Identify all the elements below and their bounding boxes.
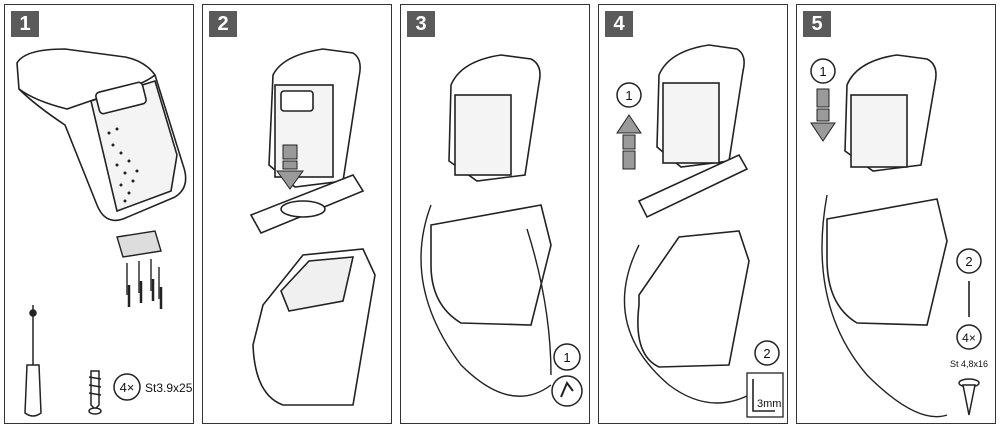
screw-detail-icon — [958, 378, 980, 416]
armrest-upright — [656, 44, 745, 168]
base-plate — [637, 153, 749, 219]
gap-label: 3mm — [757, 398, 781, 410]
quantity-label: 4× — [962, 331, 976, 345]
clip-hook-icon — [560, 381, 574, 398]
console-tray — [252, 248, 376, 406]
step-3-panel: 3 1 — [400, 4, 590, 424]
step-4-panel: 4 1 2 3mm — [598, 4, 788, 424]
armrest-vent-dots — [107, 127, 139, 203]
quantity-badge — [113, 373, 141, 401]
console-body — [637, 230, 750, 368]
quantity-label: 4× — [120, 380, 135, 395]
screw-spec-label: St3.9x25 — [145, 381, 193, 395]
armrest-upright — [844, 54, 937, 172]
step-2-badge: 2 — [209, 11, 237, 37]
step-3-badge: 3 — [407, 11, 435, 37]
callout-1-label: 1 — [563, 350, 570, 365]
step-1-panel: 1 — [4, 4, 194, 424]
console-body — [826, 198, 948, 326]
callout-2-badge — [956, 248, 982, 274]
step-5-illustration: 1 2 4× St 4,8x16 — [810, 54, 988, 418]
callout-1-badge — [810, 58, 836, 84]
quantity-badge — [956, 324, 982, 350]
gap-bracket-icon — [752, 379, 775, 412]
step-2-illustration — [249, 48, 376, 406]
callout-1-label: 1 — [625, 88, 632, 103]
arrow-up-icon — [616, 114, 642, 170]
callout-1-badge — [553, 343, 581, 371]
step-4-badge: 4 — [605, 11, 633, 37]
step-4-illustration: 1 2 3mm — [616, 44, 784, 418]
callout-1-badge — [616, 82, 642, 108]
screw-spec-label: St 4,8x16 — [950, 359, 988, 369]
arrow-down-icon — [276, 144, 304, 190]
mounting-bracket — [116, 230, 162, 299]
step-2-panel: 2 — [202, 4, 392, 424]
cover-flap — [623, 244, 750, 404]
callout-1-label: 1 — [819, 64, 826, 79]
step-5-badge: 5 — [803, 11, 831, 37]
step-3-illustration: 1 — [420, 54, 583, 407]
armrest-upright — [448, 54, 541, 182]
callout-2-label: 2 — [965, 254, 972, 269]
screw-icon — [88, 370, 102, 415]
cover-flap — [420, 204, 552, 397]
callout-2-badge — [754, 340, 780, 366]
bracket-screws — [127, 279, 163, 309]
console-body — [430, 204, 552, 326]
step-1-illustration: 4× St3.9x25 — [16, 48, 193, 417]
step-5-panel: 5 1 2 4× St 4,8x1 — [796, 4, 996, 424]
clip-detail-icon — [551, 375, 583, 407]
base-plate — [249, 174, 365, 235]
cover-flap — [821, 194, 948, 418]
step-1-badge: 1 — [11, 11, 39, 37]
arrow-down-icon — [810, 88, 836, 142]
screwdriver-icon — [24, 305, 42, 417]
armrest-assembled — [16, 48, 187, 222]
callout-2-label: 2 — [763, 346, 770, 361]
